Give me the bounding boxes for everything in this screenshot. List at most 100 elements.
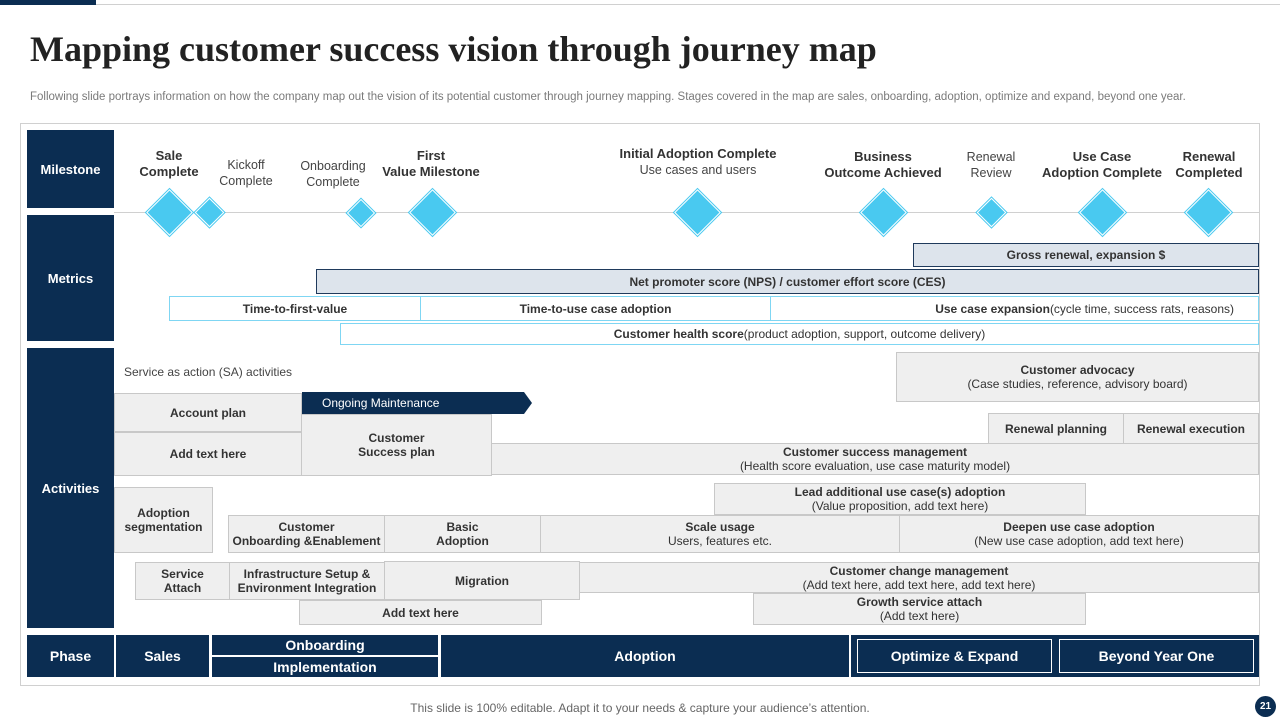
- activity-title: Migration: [455, 573, 509, 588]
- metric-time-to-first-value: Time-to-first-value: [169, 296, 421, 321]
- activity-title: Customer advocacy: [1020, 363, 1135, 377]
- activity-title: Adoption: [137, 506, 190, 520]
- diagram-frame: [20, 123, 1260, 686]
- activity-title: Basic: [446, 520, 479, 534]
- metric-label: Customer health score: [613, 327, 744, 341]
- metric-time-to-use-case: Time-to-use case adoption: [420, 296, 771, 321]
- activity-title: Lead additional use case(s) adoption: [794, 485, 1006, 499]
- activity-customer-advocacy: Customer advocacy (Case studies, referen…: [896, 352, 1259, 402]
- phase-sales: Sales: [116, 635, 209, 677]
- milestone-label: Completed: [1175, 165, 1243, 180]
- activity-add-text-2: Add text here: [299, 600, 542, 625]
- metric-detail: (product adoption, support, outcome deli…: [743, 327, 986, 341]
- milestone-initial-adoption: Initial Adoption Complete Use cases and …: [598, 146, 798, 178]
- metric-detail: (cycle time, success rats, reasons): [1049, 301, 1234, 316]
- ongoing-maintenance-arrow: [302, 392, 532, 414]
- activity-basic-adoption: Basic Adoption: [384, 515, 541, 553]
- milestone-label: Renewal: [1182, 149, 1236, 164]
- activity-detail: (Add text here, add text here, add text …: [802, 577, 1036, 592]
- activity-detail: (Value proposition, add text here): [811, 499, 989, 513]
- row-header-metrics: Metrics: [27, 215, 114, 341]
- activity-title: Onboarding &Enablement: [232, 534, 381, 548]
- activity-deepen-use-case: Deepen use case adoption (New use case a…: [899, 515, 1259, 553]
- footer-note: This slide is 100% editable. Adapt it to…: [410, 701, 870, 715]
- top-rule: [0, 4, 1280, 5]
- activity-title: Renewal execution: [1136, 421, 1246, 436]
- activity-renewal-planning: Renewal planning: [988, 413, 1124, 444]
- activity-title: Customer success management: [782, 445, 968, 459]
- activity-customer-success-plan: Customer Success plan: [301, 414, 492, 476]
- row-header-milestone: Milestone: [27, 130, 114, 208]
- row-header-phase: Phase: [27, 635, 114, 677]
- activity-add-text: Add text here: [114, 432, 302, 476]
- milestone-onboarding-complete: Onboarding Complete: [288, 158, 378, 190]
- phase-onboarding: Onboarding: [212, 635, 438, 655]
- milestone-label: Initial Adoption Complete: [619, 146, 777, 161]
- phase-adoption: Adoption: [441, 635, 849, 677]
- milestone-label: Use cases and users: [639, 163, 757, 177]
- metric-label: Use case expansion: [935, 301, 1050, 316]
- milestone-label: First: [416, 148, 446, 163]
- milestone-label: Complete: [306, 175, 360, 189]
- milestone-label: Renewal: [966, 150, 1016, 164]
- ongoing-maintenance-label: Ongoing Maintenance: [322, 396, 440, 410]
- activity-title: Scale usage: [685, 520, 755, 534]
- activity-title: segmentation: [124, 520, 203, 534]
- activity-service-attach: Service Attach: [135, 562, 230, 600]
- milestone-label: Sale: [155, 148, 183, 163]
- milestone-label: Business: [854, 149, 912, 164]
- page-title: Mapping customer success vision through …: [30, 29, 877, 69]
- milestone-label: Kickoff: [227, 158, 265, 172]
- page-subtitle: Following slide portrays information on …: [30, 91, 1186, 103]
- metric-nps: Net promoter score (NPS) / customer effo…: [316, 269, 1259, 294]
- activity-title: Adoption: [436, 534, 489, 548]
- activity-adoption-segmentation: Adoption segmentation: [114, 487, 213, 553]
- milestone-use-case-adoption: Use Case Adoption Complete: [1034, 149, 1170, 181]
- milestone-kickoff-complete: Kickoff Complete: [206, 157, 286, 189]
- milestone-label: Adoption Complete: [1042, 165, 1162, 180]
- metric-label: Time-to-use case adoption: [519, 301, 672, 316]
- activity-title: Customer: [278, 520, 335, 534]
- activity-title: Customer: [368, 431, 425, 445]
- row-header-activities: Activities: [27, 348, 114, 628]
- activity-title: Service: [161, 567, 204, 581]
- milestone-renewal-completed: Renewal Completed: [1162, 149, 1256, 181]
- activity-growth-service-attach: Growth service attach (Add text here): [753, 593, 1086, 625]
- metric-gross-renewal: Gross renewal, expansion $: [913, 243, 1259, 267]
- phase-beyond-year-one: Beyond Year One: [1059, 639, 1254, 673]
- milestone-label: Complete: [219, 174, 273, 188]
- milestone-business-outcome: Business Outcome Achieved: [815, 149, 951, 181]
- milestone-label: Outcome Achieved: [824, 165, 942, 180]
- milestone-label: Onboarding: [300, 159, 366, 173]
- activity-detail: (Case studies, reference, advisory board…: [967, 377, 1188, 391]
- activity-detail: (Add text here): [879, 609, 960, 623]
- activity-customer-success-management: Customer success management (Health scor…: [491, 443, 1259, 475]
- activity-title: Renewal planning: [1004, 421, 1107, 436]
- activity-migration: Migration: [384, 561, 580, 600]
- page-number-badge: 21: [1255, 696, 1276, 717]
- activity-change-management: Customer change management (Add text her…: [579, 562, 1259, 593]
- activity-renewal-execution: Renewal execution: [1123, 413, 1259, 444]
- activity-title: Growth service attach: [856, 595, 983, 609]
- activity-lead-adoption: Lead additional use case(s) adoption (Va…: [714, 483, 1086, 515]
- activity-title: Deepen use case adoption: [1003, 520, 1155, 534]
- activity-title: Success plan: [358, 445, 435, 459]
- phase-optimize-expand: Optimize & Expand: [857, 639, 1052, 673]
- milestone-sale-complete: Sale Complete: [129, 148, 209, 180]
- metric-label: Time-to-first-value: [242, 301, 348, 316]
- activity-title: Environment Integration: [237, 581, 377, 595]
- activity-title: Account plan: [169, 405, 246, 420]
- milestone-first-value: First Value Milestone: [376, 148, 486, 180]
- phase-implementation: Implementation: [212, 657, 438, 677]
- metric-customer-health: Customer health score(product adoption, …: [340, 323, 1259, 345]
- activity-title: Add text here: [382, 605, 459, 620]
- activity-infrastructure-setup: Infrastructure Setup & Environment Integ…: [229, 562, 385, 600]
- sa-activities-label: Service as action (SA) activities: [124, 365, 293, 379]
- milestone-label: Complete: [139, 164, 199, 179]
- activity-account-plan: Account plan: [114, 393, 302, 432]
- milestone-label: Use Case: [1072, 149, 1132, 164]
- metric-use-case-expansion: Use case expansion(cycle time, success r…: [770, 296, 1259, 321]
- milestone-label: Review: [970, 166, 1012, 180]
- top-accent-bar: [0, 0, 96, 5]
- activity-detail: (New use case adoption, add text here): [974, 534, 1184, 548]
